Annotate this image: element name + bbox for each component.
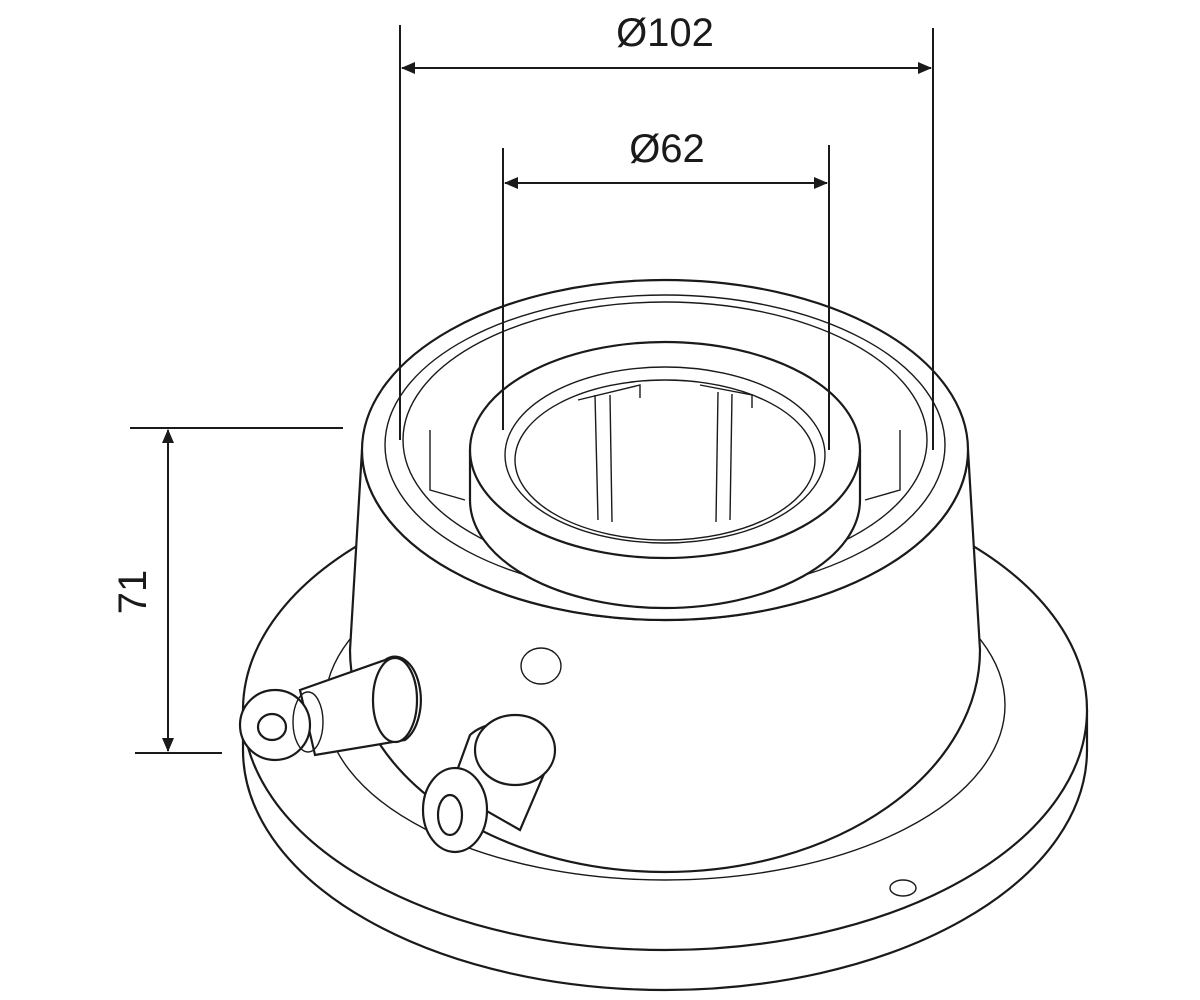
dimension-outer-diameter: Ø102 xyxy=(399,11,934,450)
mounting-hole xyxy=(889,879,917,897)
front-nozzle xyxy=(421,713,557,854)
inner-diameter-label: Ø62 xyxy=(629,127,705,171)
inner-tube xyxy=(429,340,901,610)
dimension-height: 71 xyxy=(111,427,343,754)
dimension-inner-diameter: Ø62 xyxy=(502,127,830,450)
side-hole xyxy=(520,647,562,685)
left-nozzle xyxy=(238,655,422,762)
height-label: 71 xyxy=(111,570,155,615)
outer-diameter-label: Ø102 xyxy=(616,11,714,55)
